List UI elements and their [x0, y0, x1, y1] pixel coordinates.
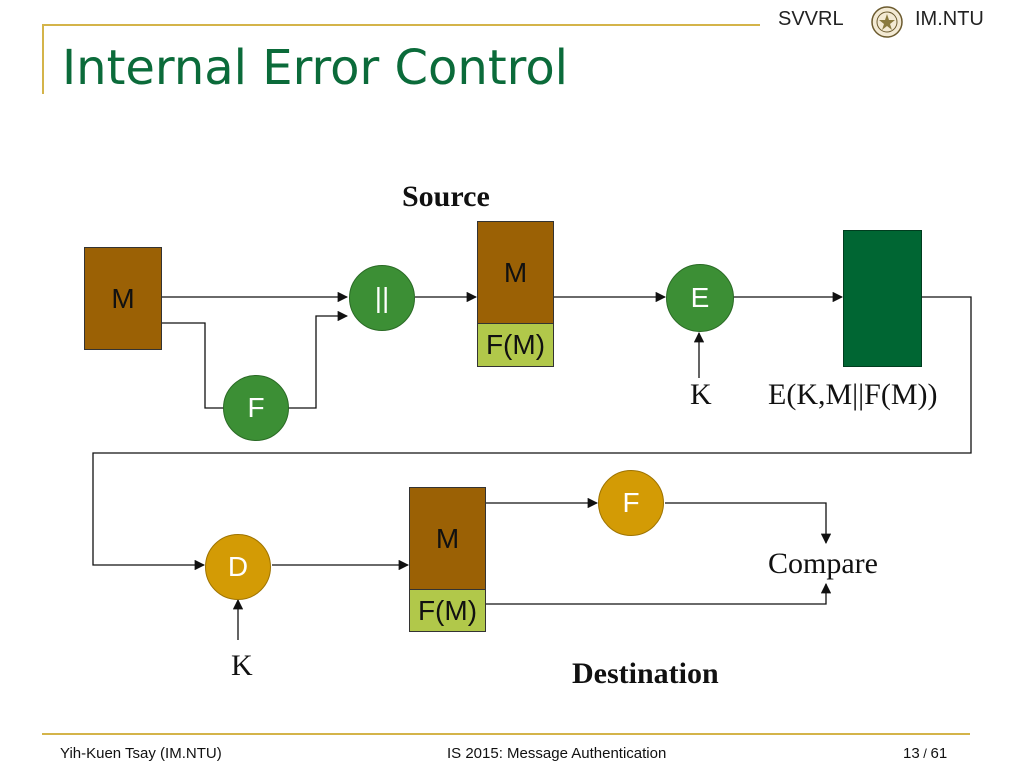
slide-title: Internal Error Control — [62, 40, 569, 96]
ciphertext-label: E(K,M||F(M)) — [768, 378, 938, 411]
source-hash-text: F — [247, 392, 265, 423]
page-current: 13 — [903, 745, 920, 762]
header-side-rule — [42, 24, 44, 94]
key-top-label: K — [690, 378, 712, 411]
concat-message-text: M — [503, 256, 528, 288]
concat-node-text: || — [374, 282, 390, 313]
encrypt-node: E — [666, 264, 734, 332]
arrow-fm-to-compare — [486, 582, 832, 605]
decrypt-node-text: D — [227, 551, 249, 582]
brand-right: IM.NTU — [915, 8, 984, 30]
arrow-hash-to-concat — [288, 310, 349, 409]
ntu-seal-icon — [871, 6, 903, 38]
source-label: Source — [402, 180, 490, 213]
source-message-box: M — [84, 247, 162, 350]
header-rule — [42, 24, 760, 26]
page-total: 61 — [930, 745, 948, 762]
compare-label: Compare — [768, 547, 878, 580]
ciphertext-box — [843, 230, 922, 367]
concat-node: || — [349, 265, 415, 331]
destination-label: Destination — [572, 657, 719, 690]
dest-hash-box: F(M) — [409, 589, 486, 632]
arrow-hash-to-compare — [665, 502, 832, 545]
source-message-text: M — [111, 282, 135, 314]
arrow-cipher-to-decrypt — [92, 296, 972, 571]
footer-course: IS 2015: Message Authentication — [447, 745, 667, 762]
footer-author: Yih-Kuen Tsay (IM.NTU) — [60, 745, 222, 762]
dest-hash-node: F — [598, 470, 664, 536]
brand-left: SVVRL — [778, 8, 844, 30]
encrypt-node-text: E — [690, 282, 710, 313]
dest-hash-node-text: F — [622, 487, 640, 518]
dest-message-text: M — [435, 522, 460, 554]
footer-rule — [42, 733, 970, 735]
line-m-to-hash — [161, 322, 224, 409]
decrypt-node: D — [205, 534, 271, 600]
concat-hash-text: F(M) — [485, 329, 546, 360]
key-bottom-label: K — [231, 649, 253, 682]
dest-hash-text: F(M) — [417, 594, 478, 626]
source-hash-node: F — [223, 375, 289, 441]
dest-message-box: M — [409, 487, 486, 590]
page-number: 13 / 61 — [903, 745, 948, 762]
concat-message-box: M — [477, 221, 554, 324]
concat-hash-box: F(M) — [477, 323, 554, 367]
